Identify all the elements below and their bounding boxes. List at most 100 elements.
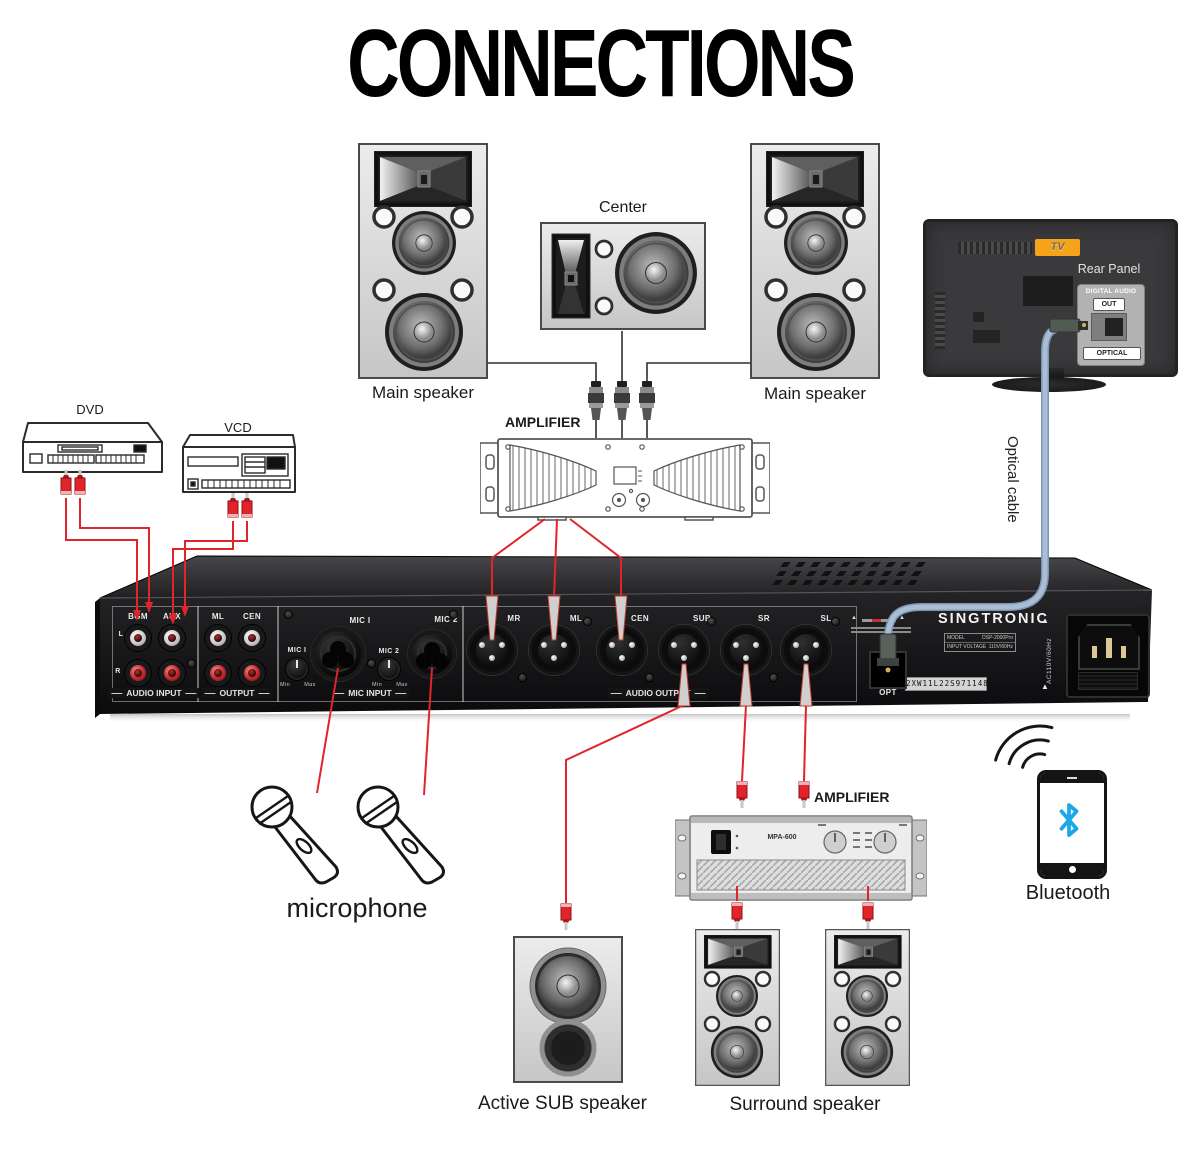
rca-bgm-r[interactable] [125,660,151,686]
vcd-player [182,434,296,493]
xlr-jack-sub[interactable] [659,625,709,675]
mic1-knob-label: MIC I [287,647,307,654]
bluetooth-label: Bluetooth [1025,882,1111,904]
ac-rating-label: AC110V/60Hz [1046,637,1053,684]
mic2-jack-label: MIC 2 [434,615,458,624]
opt-label: OPT [879,688,897,697]
top-vent-row [780,562,932,567]
warning-triangle-icon: ▲ [1041,682,1049,691]
xlr-ml-label: ML [569,614,583,623]
fuse-drawer [1078,672,1138,690]
amplifier-bottom [675,815,927,901]
tv-optical-port [1091,313,1127,341]
main-speaker-left-label: Main speaker [371,383,475,402]
mic1-jack-label: MIC I [349,616,371,625]
output-cen-label: CEN [242,612,262,621]
ac-pin [1092,646,1097,658]
amplifier-top [480,438,770,521]
surround-speaker-label: Surround speaker [729,1094,881,1115]
rca-out-sub[interactable] [239,660,265,686]
rca-out-cen[interactable] [239,625,265,651]
phone-speaker-bar [1040,773,1104,783]
microphone-2 [356,785,445,885]
microphone-1 [250,785,339,885]
tv-digital-audio-label: DIGITAL AUDIO [1085,288,1137,295]
section-mic-input-label: MIC INPUT [330,688,410,698]
ac-pin [1121,646,1126,658]
page-title: CONNECTIONS [347,10,856,117]
input-bgm-label: BGM [128,612,148,621]
model-value: DSP-2000Pro [982,635,1013,641]
warning-triangle-icon: ▲ [1041,616,1049,625]
screw [584,618,591,625]
optical-input-port[interactable] [869,651,907,689]
xlr-jack-sl[interactable] [781,625,831,675]
rca-bgm-l[interactable] [125,625,151,651]
mic2-max-label: Max [396,682,408,688]
tv-digital-audio-panel: DIGITAL AUDIO OUT OPTICAL [1077,284,1145,366]
brand-label: SINGTRONIC [938,611,1050,627]
input-l-label: L [118,631,124,638]
rca-aux-r[interactable] [159,660,185,686]
tv-out-label: OUT [1093,298,1125,311]
dvd-player [22,422,163,473]
amplifier-bottom-label: AMPLIFIER [814,789,890,805]
xlr-jack-cen[interactable] [597,625,647,675]
top-vent-row [776,571,928,576]
mic2-min-label: Min [371,682,383,688]
model-key: MODEL [947,635,965,641]
xlr-jack-sr[interactable] [721,625,771,675]
tv-vent-strip [958,242,1032,254]
ac-socket [1078,624,1140,670]
section-audio-input-label: AUDIO INPUT [108,688,200,698]
voltage-key: INPUT VOLTAGE [947,644,987,650]
mic2-gain-knob[interactable] [378,658,400,680]
home-button[interactable] [1068,866,1076,873]
active-sub-speaker [513,936,623,1083]
tv-optical-label: OPTICAL [1083,347,1141,360]
tv-recess [1023,276,1073,306]
rca-out-mr[interactable] [205,660,231,686]
xlr-jack-ml[interactable] [529,625,579,675]
section-audio-output-box [462,606,857,702]
rca-out-ml[interactable] [205,625,231,651]
warning-label-bar [851,627,911,629]
xlr-sr-label: SR [758,614,770,623]
screw [450,611,457,618]
xlr-sub-label: SUB [692,614,712,623]
amplifier-bottom-model: MPA-600 [767,834,797,841]
voltage-value: 110V/60Hz [988,644,1013,650]
mic2-combo-jack[interactable] [408,630,456,678]
screw [770,674,777,681]
xlr-jack-mr[interactable] [467,625,517,675]
vcd-label: VCD [224,420,252,435]
screw [368,660,375,667]
input-r-label: R [115,668,121,675]
warning-label-bar [851,631,911,633]
ac-power-inlet[interactable] [1066,614,1150,698]
tv-side-vent [935,292,945,349]
active-sub-speaker-label: Active SUB speaker [478,1093,647,1114]
screw [188,660,195,667]
screw [708,618,715,625]
surround-speakers [693,927,913,1089]
phone-home-bar [1040,863,1104,876]
mic2-knob-label: MIC 2 [378,648,400,655]
mic1-gain-knob[interactable] [286,658,308,680]
section-output-label: OUTPUT [201,688,273,698]
main-speaker-right-label: Main speaker [763,384,867,403]
warning-label-red [872,619,881,622]
tv-badge: TV [1035,239,1080,256]
section-audio-input-box [112,606,199,702]
rca-aux-l[interactable] [159,625,185,651]
screw [285,611,292,618]
warning-triangle-icon: ▲ [899,615,905,621]
screw [646,674,653,681]
wireless-waves-icon [994,724,1054,769]
mic1-combo-jack[interactable] [311,627,365,681]
screw [519,674,526,681]
dvd-label: DVD [76,402,104,417]
xlr-cen-label: CEN [630,614,650,623]
section-output-box [197,606,279,702]
